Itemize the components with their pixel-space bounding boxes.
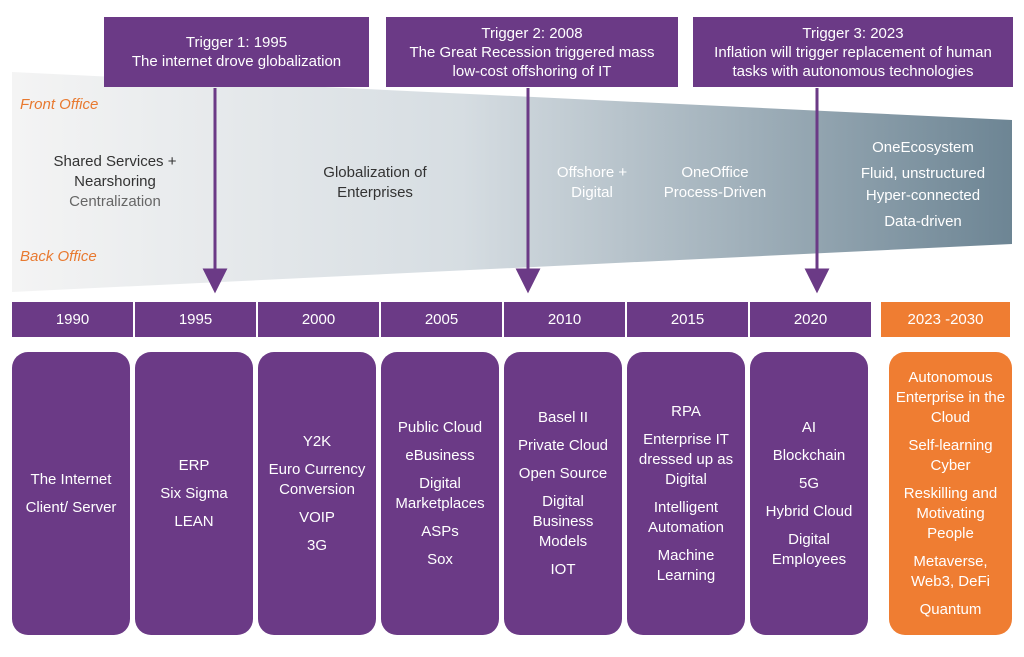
card-item: Self-learning Cyber [908,436,993,474]
era-line: Globalization of [323,164,427,181]
card-item: eBusiness [405,446,475,464]
card-item: Digital Marketplaces [395,474,485,512]
trigger-arrow-3 [804,88,830,294]
card-item: VOIP [299,508,335,526]
trigger-text: The Great Recession triggered mass [409,43,655,61]
card-2015: RPA Enterprise IT dressed up as Digital … [627,352,745,635]
card-item: Euro Currency Conversion [268,460,366,498]
era-line: Fluid, unstructured [860,165,986,182]
trigger-text: tasks with autonomous technologies [732,62,974,80]
year-timeline: 1990 1995 2000 2005 2010 2015 2020 [12,302,871,337]
card-item: AI [801,418,817,436]
back-office-label: Back Office [20,248,97,265]
card-item: 5G [798,474,819,492]
card-item: Intelligent Automation [648,498,724,536]
trigger-title: Trigger 2: 2008 [481,24,583,42]
year-2015: 2015 [627,302,750,337]
era-line: Shared Services + [53,153,177,170]
card-item: LEAN [174,512,214,530]
year-2010: 2010 [504,302,627,337]
card-2010: Basel II Private Cloud Open Source Digit… [504,352,622,635]
era-line: Process-Driven [663,184,767,201]
card-item: Basel II [537,408,589,426]
wedge-shape [12,72,1012,292]
trigger-arrow-2 [515,88,541,294]
card-item: Client/ Server [25,498,117,516]
card-item: The Internet [30,470,112,488]
era-line: Offshore + [556,164,628,181]
card-item: 3G [306,536,327,554]
card-2005: Public Cloud eBusiness Digital Marketpla… [381,352,499,635]
card-2023-2030: Autonomous Enterprise in the Cloud Self-… [889,352,1012,635]
trigger-box-1: Trigger 1: 1995 The internet drove globa… [104,17,369,87]
card-item: Y2K [302,432,332,450]
card-2000: Y2K Euro Currency Conversion VOIP 3G [258,352,376,635]
card-item: ASPs [421,522,459,540]
era-line: Digital [571,184,613,201]
card-item: Private Cloud [517,436,609,454]
era-line: Hyper-connected [865,187,981,204]
card-item: Hybrid Cloud [765,502,853,520]
card-item: Metaverse, Web3, DeFi [911,552,990,590]
era-line: OneEcosystem [872,139,974,156]
trigger-box-3: Trigger 3: 2023 Inflation will trigger r… [693,17,1013,87]
card-1995: ERP Six Sigma LEAN [135,352,253,635]
era-line: Data-driven [884,213,962,230]
era-offshore-digital: Offshore + Digital [542,163,642,203]
era-line: OneOffice [681,164,749,181]
card-item: Autonomous Enterprise in the Cloud [895,368,1006,426]
card-item: Machine Learning [656,546,716,584]
card-item: IOT [550,560,576,578]
year-2000: 2000 [258,302,381,337]
era-oneecosystem: OneEcosystem Fluid, unstructured Hyper-c… [843,137,1003,233]
card-item: Public Cloud [397,418,483,436]
card-2020: AI Blockchain 5G Hybrid Cloud Digital Em… [750,352,868,635]
card-item: Digital Employees [771,530,847,568]
card-item: Open Source [518,464,608,482]
card-item: Six Sigma [160,484,228,502]
trigger-text: low-cost offshoring of IT [452,62,612,80]
era-shared-services: Shared Services + Nearshoring Centraliza… [30,152,200,212]
era-line: Enterprises [337,184,413,201]
trigger-title: Trigger 1: 1995 [185,34,288,51]
era-sub: Centralization [69,193,161,210]
trigger-text: The internet drove globalization [131,53,342,70]
trigger-arrow-1 [202,88,228,294]
era-globalization: Globalization of Enterprises [290,163,460,203]
trigger-box-2: Trigger 2: 2008 The Great Recession trig… [386,17,678,87]
front-office-label: Front Office [20,96,99,113]
card-1990: The Internet Client/ Server [12,352,130,635]
card-item: Sox [427,550,453,568]
year-2023-2030: 2023 -2030 [881,302,1012,337]
card-item: Blockchain [772,446,846,464]
trigger-title: Trigger 3: 2023 [802,24,904,42]
card-item: Enterprise IT dressed up as Digital [638,430,734,488]
year-1990: 1990 [12,302,135,337]
year-2005: 2005 [381,302,504,337]
year-2020: 2020 [793,311,828,328]
era-line: Nearshoring [74,173,156,190]
card-item: ERP [178,456,210,474]
card-item: Digital Business Models [532,492,594,550]
card-item: Reskilling and Motivating People [903,484,998,542]
card-item: RPA [671,402,701,420]
era-oneoffice: OneOffice Process-Driven [650,163,780,203]
trigger-text: Inflation will trigger replacement of hu… [714,43,992,61]
year-1995: 1995 [135,302,258,337]
card-item: Quantum [919,600,982,618]
